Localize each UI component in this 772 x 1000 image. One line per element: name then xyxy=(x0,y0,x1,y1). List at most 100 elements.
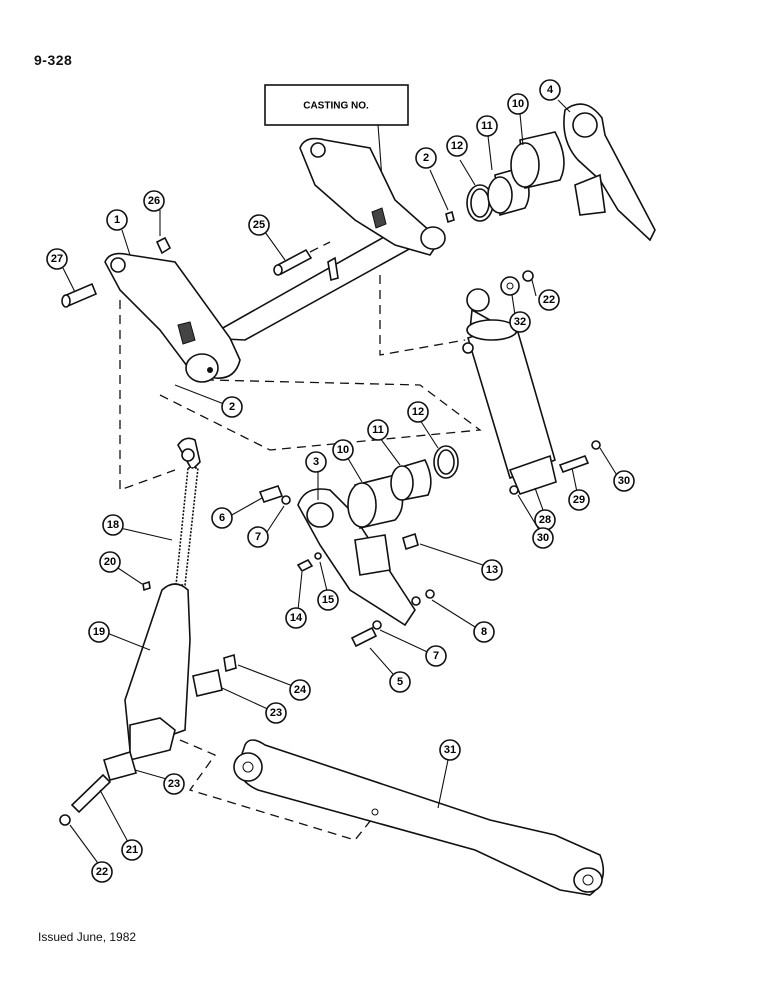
callout-32: 32 xyxy=(509,311,531,333)
callout-27: 27 xyxy=(46,248,68,270)
svg-text:6: 6 xyxy=(219,512,225,524)
callout-24: 24 xyxy=(289,679,311,701)
washer-7-right xyxy=(411,596,421,606)
svg-text:24: 24 xyxy=(294,684,307,696)
upper-bushing-set xyxy=(445,131,565,224)
pin-29 xyxy=(558,454,590,474)
svg-text:13: 13 xyxy=(486,564,498,576)
left-lift-arm-3 xyxy=(297,488,416,627)
key-13 xyxy=(402,532,419,551)
casting-label: CASTING NO. xyxy=(303,101,369,112)
pin-25 xyxy=(273,241,331,276)
callout-5: 5 xyxy=(389,671,411,693)
callout-31: 31 xyxy=(439,739,461,761)
svg-text:27: 27 xyxy=(51,253,63,265)
fitting-20 xyxy=(142,580,151,592)
plate-23-lower xyxy=(103,750,137,781)
pin-21 xyxy=(70,773,112,814)
svg-text:20: 20 xyxy=(104,556,116,568)
nut-8 xyxy=(425,589,435,599)
svg-text:18: 18 xyxy=(107,519,119,531)
washers-22-32 xyxy=(500,270,534,296)
callout-12-upper: 12 xyxy=(446,135,468,157)
clip-30-right xyxy=(591,440,601,450)
svg-text:8: 8 xyxy=(481,626,487,638)
clip-30-left xyxy=(509,485,519,495)
svg-text:3: 3 xyxy=(313,456,319,468)
lift-link-19 xyxy=(124,583,191,762)
svg-text:1: 1 xyxy=(114,214,120,226)
leader-lines xyxy=(62,99,619,871)
callout-23-lower: 23 xyxy=(163,773,185,795)
callout-22-upper: 22 xyxy=(538,289,560,311)
callout-4: 4 xyxy=(539,79,561,101)
svg-text:23: 23 xyxy=(168,778,180,790)
callout-29: 29 xyxy=(568,489,590,511)
pin-27 xyxy=(61,282,98,308)
svg-text:23: 23 xyxy=(270,707,282,719)
callout-7-lower: 7 xyxy=(425,645,447,667)
casting-label-box: CASTING NO. xyxy=(264,84,409,181)
issue-date: Issued June, 1982 xyxy=(38,930,137,944)
grease-fitting-26 xyxy=(155,236,172,255)
lower-link-31 xyxy=(233,739,605,896)
callouts: 1 2 2 3 4 5 6 7 7 8 10 10 11 11 12 12 13… xyxy=(46,79,635,883)
callout-28: 28 xyxy=(534,509,556,531)
center-bushing-set xyxy=(347,445,459,529)
bolt-5 xyxy=(350,626,378,648)
svg-text:11: 11 xyxy=(481,120,493,132)
callout-26: 26 xyxy=(143,190,165,212)
clip-22-lower xyxy=(59,814,71,826)
callout-11-upper: 11 xyxy=(476,115,498,137)
washer-7-bottom xyxy=(372,620,382,630)
svg-text:21: 21 xyxy=(126,844,138,856)
callout-23-upper: 23 xyxy=(265,702,287,724)
rockshaft-casting xyxy=(104,137,446,383)
washer-15 xyxy=(314,552,322,560)
callout-10-lower: 10 xyxy=(332,439,354,461)
callout-14: 14 xyxy=(285,607,307,629)
assembly-line-lower xyxy=(179,739,376,841)
callout-7-upper: 7 xyxy=(247,526,269,548)
svg-text:32: 32 xyxy=(514,316,526,328)
callout-1: 1 xyxy=(106,209,128,231)
svg-text:31: 31 xyxy=(444,744,456,756)
svg-text:26: 26 xyxy=(148,195,160,207)
callout-30-left: 30 xyxy=(532,527,554,549)
bolt-6 xyxy=(258,485,284,503)
plate-23-upper xyxy=(192,669,223,697)
assembly-line-left xyxy=(119,300,176,491)
svg-text:28: 28 xyxy=(539,514,551,526)
svg-text:12: 12 xyxy=(451,140,463,152)
callout-20: 20 xyxy=(99,551,121,573)
assembly-line-bushing xyxy=(159,379,482,451)
right-lift-arm-4 xyxy=(563,103,656,242)
svg-text:4: 4 xyxy=(547,84,554,96)
page-number: 9-328 xyxy=(34,52,73,68)
callout-6: 6 xyxy=(211,507,233,529)
svg-text:7: 7 xyxy=(255,531,261,543)
svg-text:29: 29 xyxy=(573,494,585,506)
svg-text:30: 30 xyxy=(537,532,549,544)
callout-30-right: 30 xyxy=(613,470,635,492)
callout-2-upper: 2 xyxy=(415,147,437,169)
callout-25: 25 xyxy=(248,214,270,236)
assembly-line-cylinder xyxy=(379,275,466,356)
svg-text:30: 30 xyxy=(618,475,630,487)
callout-10-upper: 10 xyxy=(507,93,529,115)
svg-text:19: 19 xyxy=(93,626,105,638)
callout-12-lower: 12 xyxy=(407,401,429,423)
lift-rod-18 xyxy=(175,437,201,586)
svg-text:22: 22 xyxy=(543,294,555,306)
svg-text:10: 10 xyxy=(512,98,524,110)
callout-3: 3 xyxy=(305,451,327,473)
callout-15: 15 xyxy=(317,589,339,611)
callout-21: 21 xyxy=(121,839,143,861)
hydraulic-cylinder-28 xyxy=(462,288,557,495)
svg-text:2: 2 xyxy=(423,152,429,164)
svg-text:11: 11 xyxy=(372,424,384,436)
callout-22-lower: 22 xyxy=(91,861,113,883)
callout-13: 13 xyxy=(481,559,503,581)
svg-text:25: 25 xyxy=(253,219,265,231)
